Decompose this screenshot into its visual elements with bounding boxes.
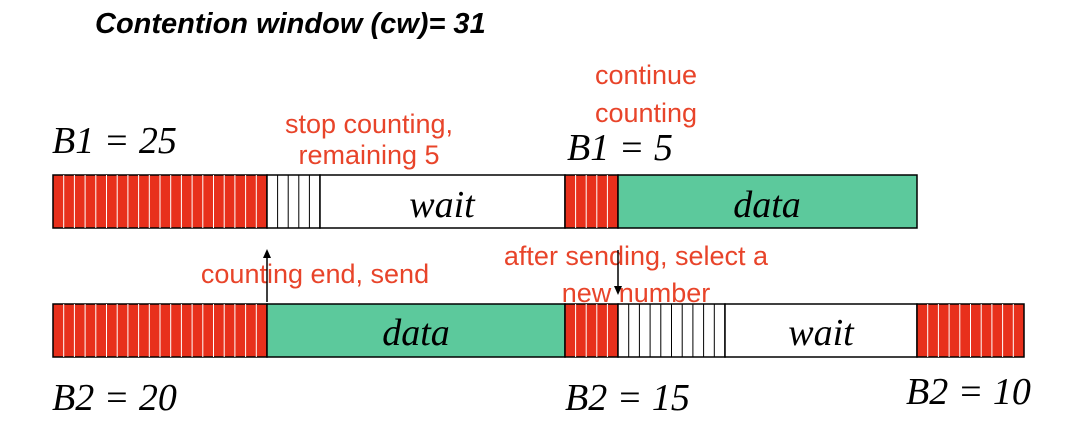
b1-wait-label: wait <box>409 184 476 226</box>
counting-end-arrow <box>263 249 271 302</box>
b2-after-send-label: B2 = 15 <box>565 377 690 419</box>
b2-data-label: data <box>382 312 450 354</box>
b2-resume-slots <box>564 303 619 358</box>
diagram-title: Contention window (cw)= 31 <box>95 8 486 40</box>
stop-counting-note-line1: stop counting, <box>285 109 453 139</box>
b2-end-label: B2 = 10 <box>906 371 1031 413</box>
b2-resume-slot-lines <box>575 304 608 357</box>
b2-counting-slot-lines <box>63 304 257 357</box>
b2-data-segment <box>266 303 566 358</box>
after-sending-note-line1: after sending, select a <box>504 241 769 271</box>
continue-counting-note-line1: continue <box>595 60 697 90</box>
b1-data-label: data <box>733 184 801 226</box>
b1-start-label: B1 = 25 <box>52 120 177 162</box>
b2-wait-label: wait <box>788 312 855 354</box>
b1-resume-label: B1 = 5 <box>567 127 673 169</box>
b2-remaining-slot-lines <box>628 304 715 357</box>
b1-resume-slot-lines <box>575 175 608 228</box>
b1-remaining-slot-lines <box>277 175 310 228</box>
after-sending-arrow <box>614 250 622 295</box>
counting-end-note: counting end, send <box>201 259 429 289</box>
after-sending-note-line2: new number <box>562 278 711 308</box>
continue-counting-note-line2: counting <box>595 98 697 128</box>
b1-counting-slot-lines <box>63 175 257 228</box>
b2-timeline-bar: data wait <box>52 303 1025 358</box>
b2-end-slot-lines <box>927 304 1014 357</box>
b2-start-label: B2 = 20 <box>52 377 177 419</box>
b1-resume-slots <box>564 174 619 229</box>
b1-data-segment <box>617 174 918 229</box>
b1-remaining-slots <box>266 174 321 229</box>
stop-counting-note-line2: remaining 5 <box>298 140 439 170</box>
b1-timeline-bar: wait data <box>52 174 918 229</box>
b1-wait-segment <box>319 174 566 229</box>
